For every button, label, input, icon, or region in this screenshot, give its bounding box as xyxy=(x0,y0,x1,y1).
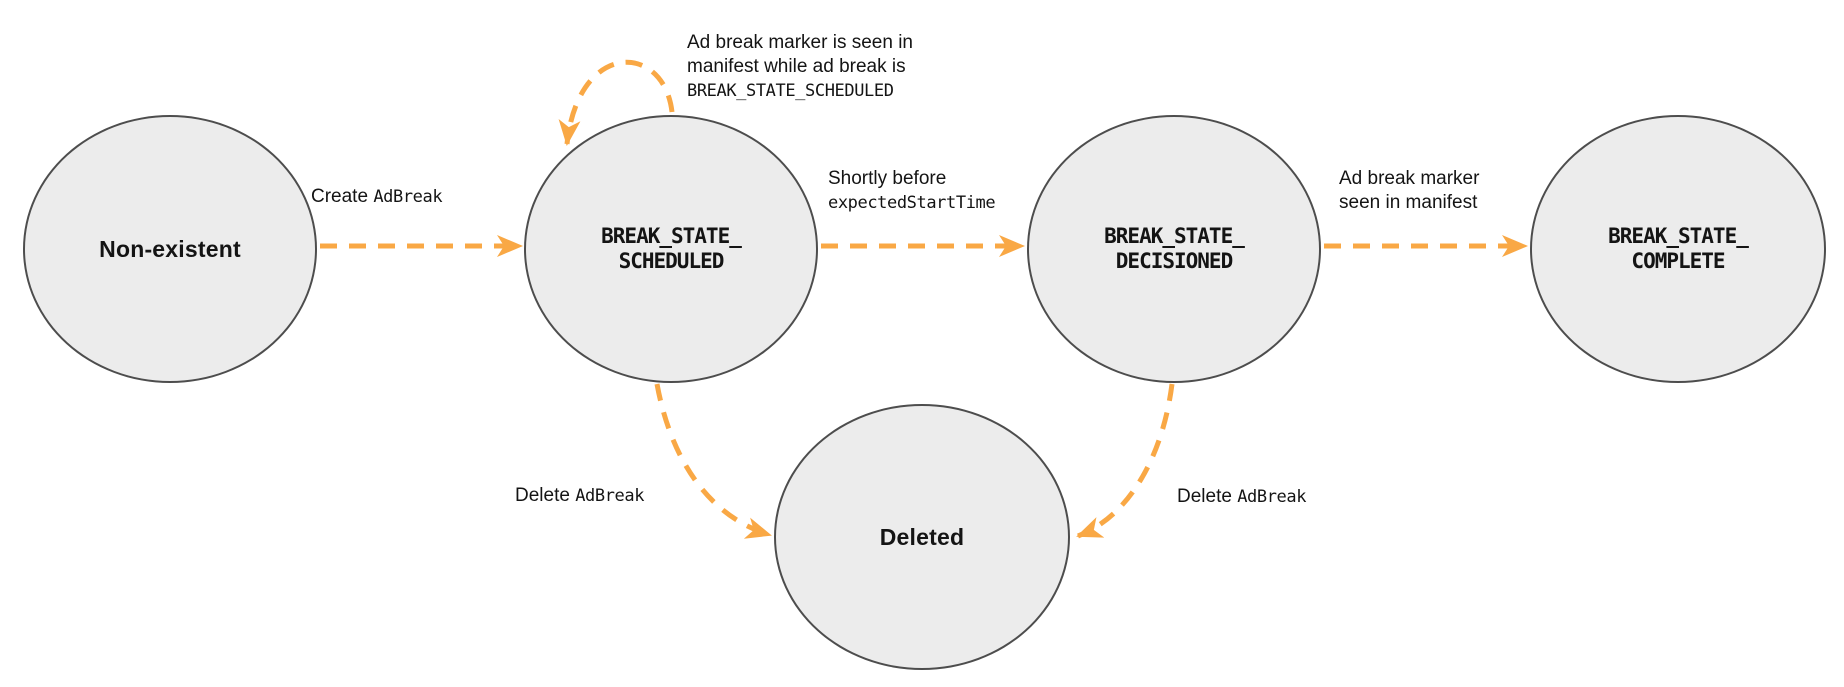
edge-label-text: Create xyxy=(311,186,374,207)
edge-label-code: BREAK_STATE_SCHEDULED xyxy=(687,81,894,101)
state-label: Deleted xyxy=(879,523,965,550)
state-node-deleted: Deleted xyxy=(774,404,1070,670)
state-label: BREAK_STATE_ SCHEDULED xyxy=(601,224,742,274)
edge-label-line2: seen in manifest xyxy=(1339,192,1478,213)
edge-label-line1: Ad break marker is seen in xyxy=(687,32,913,53)
state-label-line2: COMPLETE xyxy=(1631,249,1725,273)
state-label: BREAK_STATE_ DECISIONED xyxy=(1104,224,1245,274)
edge-label-shortly-before: Shortly before expectedStartTime xyxy=(828,167,996,215)
edge-label-line1: Ad break marker xyxy=(1339,168,1480,189)
edge-label-code: expectedStartTime xyxy=(828,193,996,213)
edge-label-delete-adbreak-left: Delete AdBreak xyxy=(515,484,644,508)
edge-delete-right-arrow xyxy=(1076,383,1175,539)
state-node-break-state-decisioned: BREAK_STATE_ DECISIONED xyxy=(1027,115,1321,383)
state-label-line1: BREAK_STATE_ xyxy=(601,224,742,248)
state-label-line2: DECISIONED xyxy=(1115,249,1233,273)
state-label-line2: SCHEDULED xyxy=(618,249,725,273)
edge-label-code: AdBreak xyxy=(1237,487,1307,507)
state-node-break-state-scheduled: BREAK_STATE_ SCHEDULED xyxy=(524,115,818,383)
state-node-non-existent: Non-existent xyxy=(23,115,317,383)
edge-self-loop-arrow xyxy=(558,59,675,146)
state-node-break-state-complete: BREAK_STATE_ COMPLETE xyxy=(1530,115,1826,383)
edge-label-self-transition: Ad break marker is seen in manifest whil… xyxy=(687,31,913,103)
edge-label-text: Shortly before xyxy=(828,168,947,189)
state-label: BREAK_STATE_ COMPLETE xyxy=(1608,224,1749,274)
edge-label-delete-adbreak-right: Delete AdBreak xyxy=(1177,485,1306,509)
edge-label-create-adbreak: Create AdBreak xyxy=(311,185,443,209)
edge-label-text: Delete xyxy=(1177,486,1238,507)
state-label: Non-existent xyxy=(99,235,241,262)
edge-label-code: AdBreak xyxy=(575,486,645,506)
edge-label-code: AdBreak xyxy=(373,187,443,207)
edge-label-line2: manifest while ad break is xyxy=(687,56,906,77)
edge-label-text: Delete xyxy=(515,485,576,506)
state-label-line1: BREAK_STATE_ xyxy=(1608,224,1749,248)
edge-delete-left-arrow xyxy=(654,383,772,539)
state-label-line1: BREAK_STATE_ xyxy=(1104,224,1245,248)
edge-label-marker-seen: Ad break marker seen in manifest xyxy=(1339,167,1479,215)
